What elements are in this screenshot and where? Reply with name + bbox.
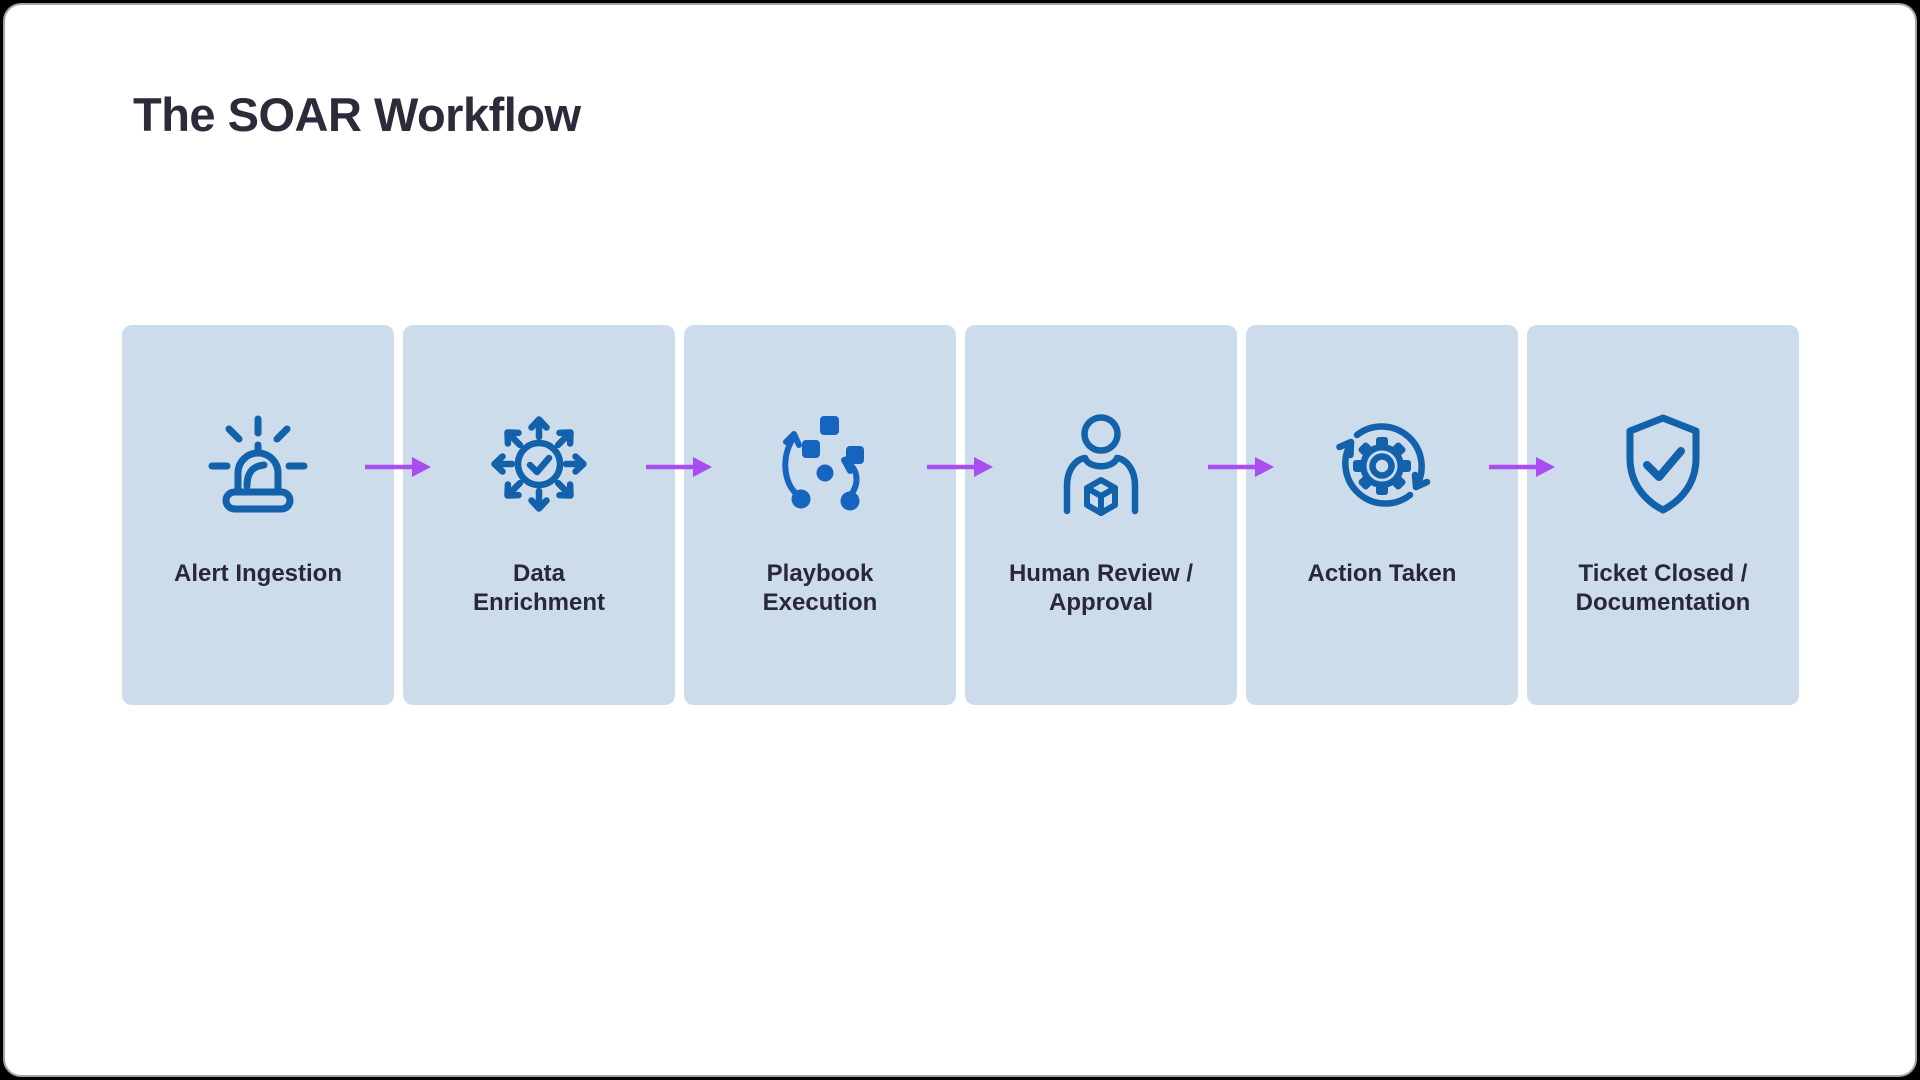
flow-arrow-icon	[1486, 454, 1558, 480]
step-card-ticket-closed: Ticket Closed / Documentation	[1527, 325, 1799, 705]
flow-arrow-icon	[1205, 454, 1277, 480]
step-label: Playbook Execution	[762, 560, 878, 616]
gear-sync-icon	[1327, 409, 1437, 519]
step-label: Action Taken	[1307, 560, 1457, 587]
flow-arrow-icon	[924, 454, 996, 480]
flow-arrow-icon	[362, 454, 434, 480]
slide-canvas: The SOAR Workflow	[3, 3, 1917, 1077]
siren-icon	[203, 409, 313, 519]
shield-check-icon	[1608, 409, 1718, 519]
step-label: Data Enrichment	[472, 560, 606, 616]
person-package-icon	[1046, 409, 1156, 519]
step-label: Ticket Closed / Documentation	[1575, 560, 1751, 616]
workflow-row: Alert Ingestion	[122, 325, 1799, 705]
distribute-check-icon	[484, 409, 594, 519]
strategy-icon	[765, 409, 875, 519]
page-title: The SOAR Workflow	[133, 88, 581, 141]
step-card-playbook-execution: Playbook Execution	[684, 325, 956, 705]
step-card-data-enrichment: Data Enrichment	[403, 325, 675, 705]
step-card-human-review: Human Review / Approval	[965, 325, 1237, 705]
flow-arrow-icon	[643, 454, 715, 480]
step-label: Human Review / Approval	[1008, 560, 1194, 616]
step-label: Alert Ingestion	[173, 560, 342, 587]
step-card-alert-ingestion: Alert Ingestion	[122, 325, 394, 705]
step-card-action-taken: Action Taken	[1246, 325, 1518, 705]
